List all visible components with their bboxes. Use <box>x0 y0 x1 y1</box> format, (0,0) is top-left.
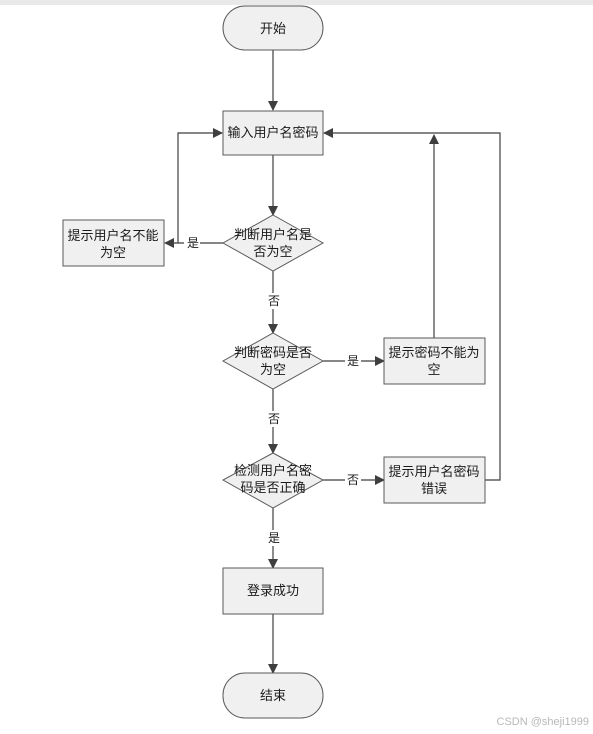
start-label: 开始 <box>260 22 286 37</box>
check-user-decision <box>221 214 325 272</box>
check-user-label-1: 判断用户名是 <box>234 227 312 243</box>
end-label: 结束 <box>260 689 286 704</box>
pwd-empty-tip-box <box>383 337 486 385</box>
check-pwd-label-1: 判断密码是否 <box>234 345 312 361</box>
verify-label-1: 检测用户名密 <box>234 463 312 479</box>
label-verify-no: 否 <box>347 473 359 487</box>
top-strip <box>0 0 593 5</box>
edge-error-tip-back <box>323 128 501 481</box>
label-pwd-no: 否 <box>268 412 280 426</box>
error-tip-label-1: 提示用户名密码 <box>388 464 479 480</box>
label-user-yes: 是 <box>187 236 199 250</box>
success-process <box>222 567 324 615</box>
start-terminal <box>222 5 324 51</box>
check-pwd-decision <box>221 332 325 390</box>
user-empty-tip-box <box>62 219 165 267</box>
verify-decision <box>221 452 325 509</box>
check-user-label-2: 否为空 <box>253 245 292 260</box>
error-tip-box <box>383 456 486 504</box>
label-pwd-yes: 是 <box>347 354 359 368</box>
label-verify-yes: 是 <box>268 531 280 545</box>
input-label: 输入用户名密码 <box>227 125 318 141</box>
pwd-empty-tip-label-1: 提示密码不能为 <box>388 345 479 361</box>
input-process <box>222 110 324 156</box>
verify-label-2: 码是否正确 <box>240 481 305 496</box>
label-user-no: 否 <box>268 294 280 308</box>
end-terminal <box>222 672 324 719</box>
edge-user-tip-back <box>177 128 223 243</box>
watermark: CSDN @sheji1999 <box>496 716 590 728</box>
check-pwd-label-2: 为空 <box>260 363 286 378</box>
success-label: 登录成功 <box>247 584 299 599</box>
user-empty-tip-label-2: 为空 <box>100 246 126 261</box>
user-empty-tip-label-1: 提示用户名不能 <box>67 228 158 244</box>
error-tip-label-2: 错误 <box>421 482 447 497</box>
pwd-empty-tip-label-2: 空 <box>427 363 440 378</box>
